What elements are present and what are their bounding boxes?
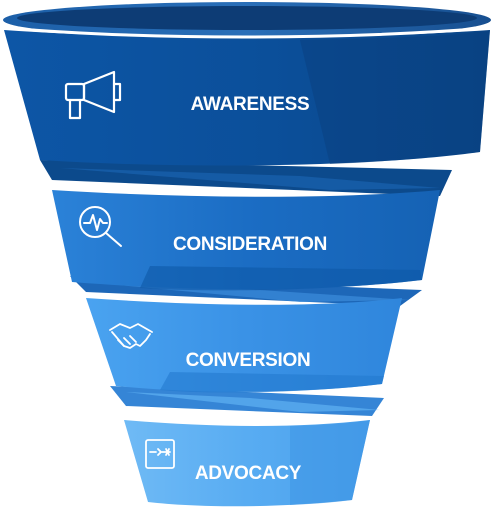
- funnel-rim-inner: [17, 6, 477, 30]
- stage-band-advocacy-shade: [290, 420, 370, 505]
- stage-label-advocacy: ADVOCACY: [195, 463, 302, 484]
- stage-label-awareness: AWARENESS: [191, 94, 310, 115]
- twist-panel-1-light: [60, 168, 440, 190]
- funnel-twist-panels: [40, 160, 452, 416]
- megaphone-icon: [64, 70, 122, 120]
- stage-band-conversion-shade: [160, 372, 384, 393]
- stage-band-conversion: [86, 298, 402, 392]
- funnel-stage-awareness: AWARENESS: [3, 2, 491, 166]
- funnel-stage-consideration: CONSIDERATION: [52, 190, 440, 291]
- magnifier-chart-icon: [79, 206, 122, 247]
- share-card-icon: [145, 439, 175, 469]
- rim-highlight: [5, 26, 489, 39]
- stage-band-awareness: [4, 30, 490, 166]
- handshake-icon: [109, 323, 153, 349]
- stage-band-awareness-shade: [300, 30, 490, 164]
- funnel-stage-conversion: CONVERSION: [86, 298, 402, 393]
- stage-band-consideration: [52, 190, 440, 290]
- twist-panel-3-light: [126, 392, 380, 412]
- stage-label-conversion: CONVERSION: [186, 350, 311, 371]
- funnel-stage-advocacy: ADVOCACY: [124, 420, 370, 507]
- stage-band-consideration-shade: [140, 266, 422, 291]
- stage-label-consideration: CONSIDERATION: [173, 234, 327, 255]
